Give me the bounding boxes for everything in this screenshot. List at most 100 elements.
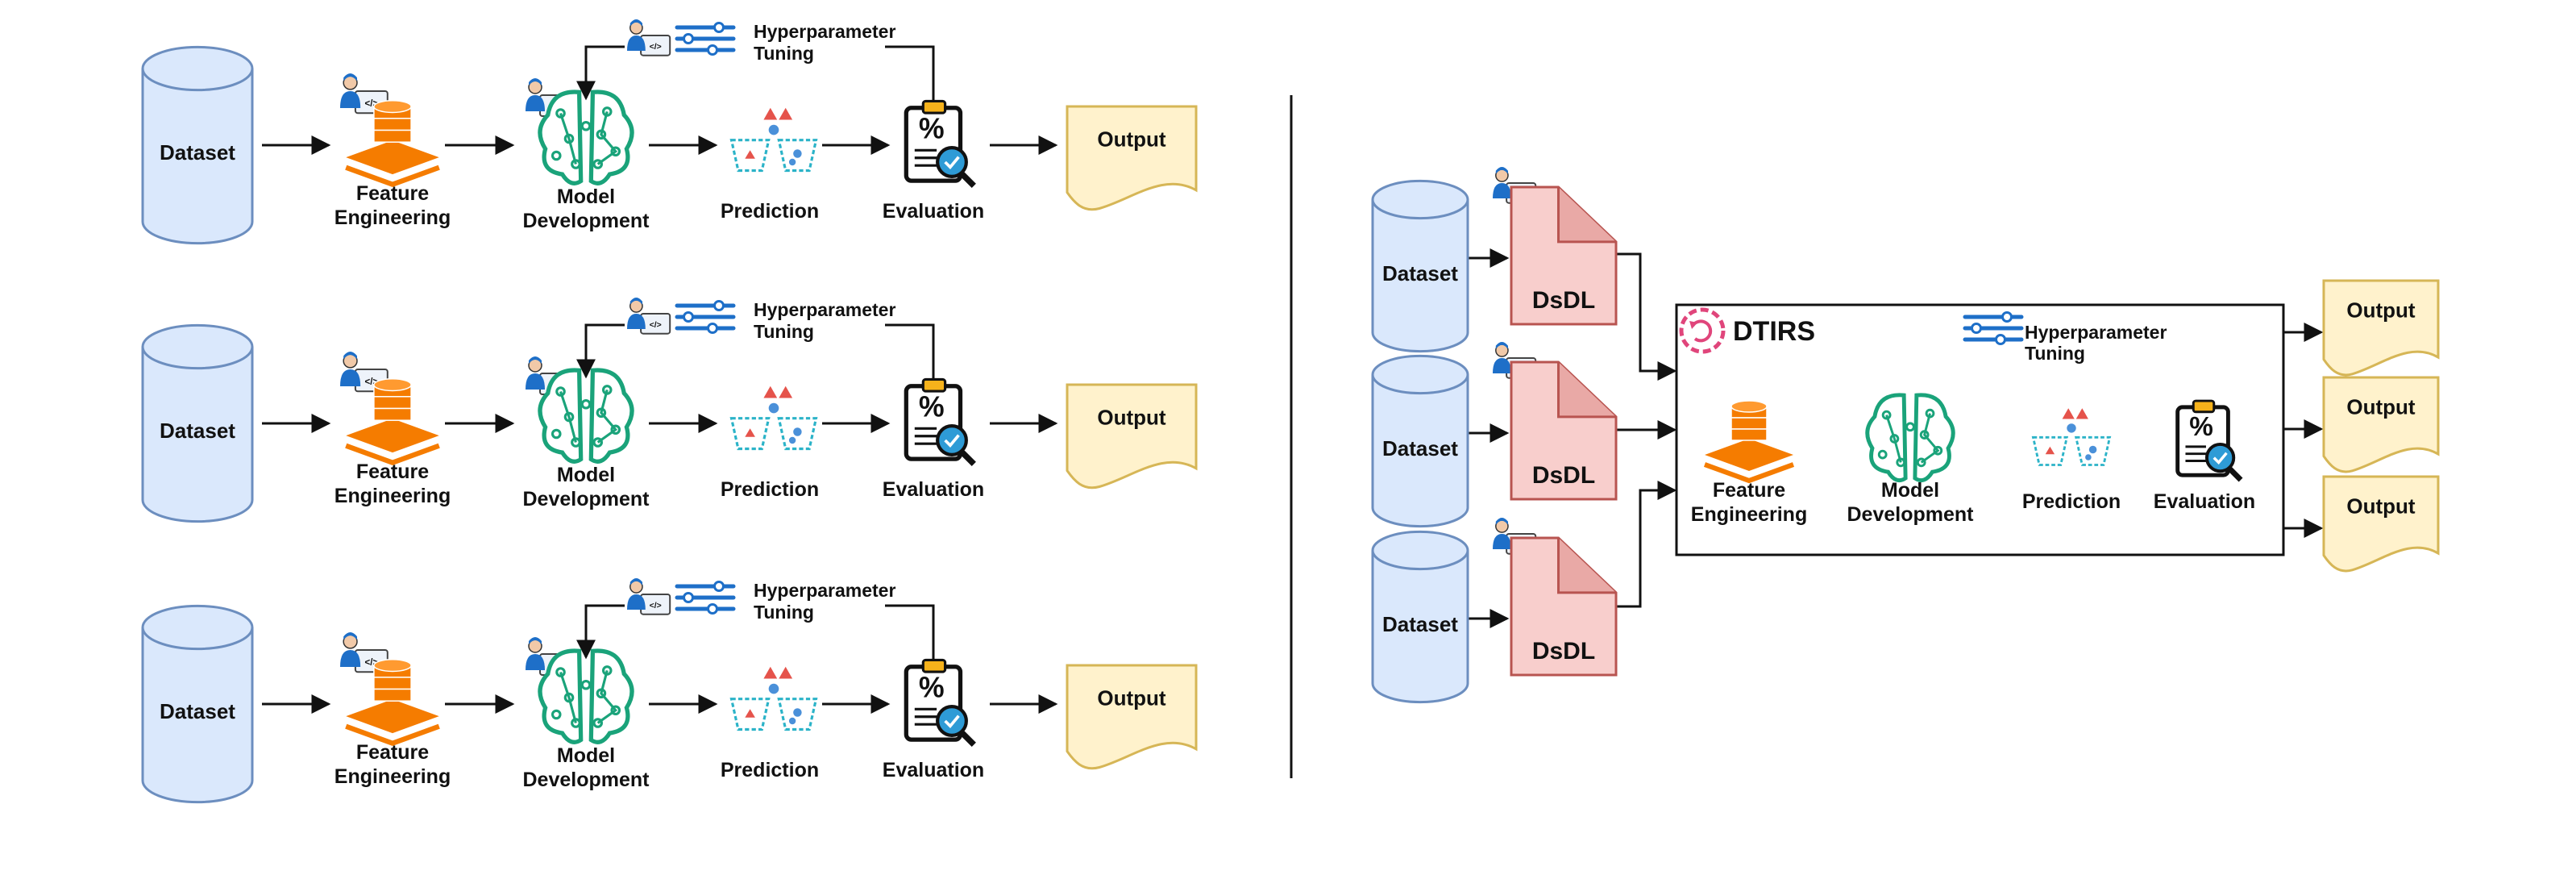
model-label: Development <box>523 210 650 232</box>
slider-knob <box>713 22 725 33</box>
output-label: Output <box>1097 406 1166 430</box>
brain-right <box>588 90 634 185</box>
shape-triangle <box>2045 446 2055 455</box>
layer-plate <box>346 699 439 734</box>
magnifier-handle <box>958 170 976 188</box>
output-document <box>1066 664 1198 770</box>
output-label: Output <box>1097 686 1166 710</box>
hyperparameter-label: Hyperparameter <box>754 580 895 601</box>
evaluation-label: Evaluation <box>883 200 984 223</box>
hyper-feedback-arrow <box>576 323 625 379</box>
prediction-label: Prediction <box>721 759 819 781</box>
check-glyph <box>944 156 960 170</box>
bin-left <box>729 698 771 731</box>
circuit-node <box>551 709 562 720</box>
circuit-node <box>1877 449 1888 460</box>
sliders-icon <box>675 300 736 334</box>
brain-left <box>538 648 584 744</box>
shape-circle <box>793 708 802 717</box>
brain-icon <box>538 368 634 464</box>
bin-right <box>777 698 818 731</box>
prediction-label: Prediction <box>721 200 819 223</box>
hyperparameter-label: Tuning <box>754 43 814 64</box>
feature-label: Feature <box>356 741 429 764</box>
slider-knob <box>713 300 725 311</box>
model-label: Model <box>557 744 615 767</box>
layer-plate <box>346 140 439 175</box>
bin-left <box>729 139 771 173</box>
circuit-node <box>551 150 562 161</box>
dataset-label: Dataset <box>160 419 235 443</box>
dataset-cylinder <box>141 604 254 804</box>
brain-icon <box>538 90 634 185</box>
model-label: Model <box>557 464 615 486</box>
cylinder-top <box>1371 179 1469 220</box>
prediction-label: Prediction <box>721 478 819 501</box>
dsdl-label: DsDL <box>1532 638 1595 665</box>
dataset-cylinder <box>1371 354 1469 528</box>
brain-left <box>1865 393 1908 483</box>
output-shape <box>2322 376 2440 473</box>
clipboard-clip <box>2192 399 2216 414</box>
model-label: Model <box>1881 479 1939 502</box>
clipboard-clip <box>921 377 947 393</box>
magnifier-icon <box>2204 442 2236 473</box>
feature-engineering-icon <box>345 100 440 188</box>
database-disk-top <box>373 378 412 392</box>
check-glyph <box>944 715 960 729</box>
brain-left <box>538 90 584 185</box>
evaluation-label: Evaluation <box>883 478 984 501</box>
cylinder-top <box>1371 530 1469 571</box>
output-shape <box>1066 664 1198 770</box>
circuit-line <box>596 670 618 724</box>
slider-knob <box>683 311 694 323</box>
shape-circle <box>768 402 779 414</box>
cylinder-top <box>141 604 254 651</box>
magnifier-handle <box>958 448 976 466</box>
slider-knob <box>683 592 694 603</box>
model-label: Model <box>557 185 615 208</box>
database-disk <box>373 677 412 690</box>
database-disk <box>1730 428 1768 441</box>
shape-triangle <box>2075 408 2088 419</box>
database-disk <box>1730 417 1768 430</box>
svg-text:</>: </> <box>650 321 662 330</box>
brain-icon <box>1865 393 1955 483</box>
dsdl-to-dtirs-arrow <box>1616 481 1677 608</box>
evaluation-clipboard-icon: % <box>904 377 976 466</box>
clipboard-clip <box>921 99 947 115</box>
database-disk <box>373 396 412 410</box>
circuit-line <box>596 390 618 444</box>
dsdl-label: DsDL <box>1532 287 1595 314</box>
sliders-icon <box>675 22 736 56</box>
shape-circle <box>793 427 802 436</box>
brain-right <box>588 368 634 464</box>
brain-right <box>588 648 634 744</box>
slider-knob <box>707 323 718 334</box>
developer-icon: </> <box>627 578 671 615</box>
circuit-node <box>580 120 592 131</box>
circuit-line <box>559 113 577 165</box>
dataset-cylinder <box>141 323 254 523</box>
hyperparameter-label: Tuning <box>754 602 814 623</box>
shape-triangle <box>779 107 793 120</box>
feature-label: Engineering <box>334 765 451 788</box>
dataset-label: Dataset <box>1382 436 1458 460</box>
circuit-node <box>580 679 592 690</box>
cylinder-top <box>141 323 254 370</box>
shape-circle <box>788 436 796 444</box>
shape-triangle <box>779 666 793 679</box>
feature-engineering-icon <box>345 378 440 466</box>
layer-plate-lower <box>1703 462 1795 484</box>
magnifier-icon <box>936 146 968 178</box>
database-disk-top <box>373 100 412 114</box>
slider-knob <box>707 44 718 56</box>
output-shape <box>2322 279 2440 377</box>
database-disk-top <box>373 659 412 673</box>
percent-glyph: % <box>919 113 945 145</box>
magnifier-handle <box>2225 465 2243 482</box>
cylinder-body <box>141 347 254 523</box>
bin-right <box>777 139 818 173</box>
